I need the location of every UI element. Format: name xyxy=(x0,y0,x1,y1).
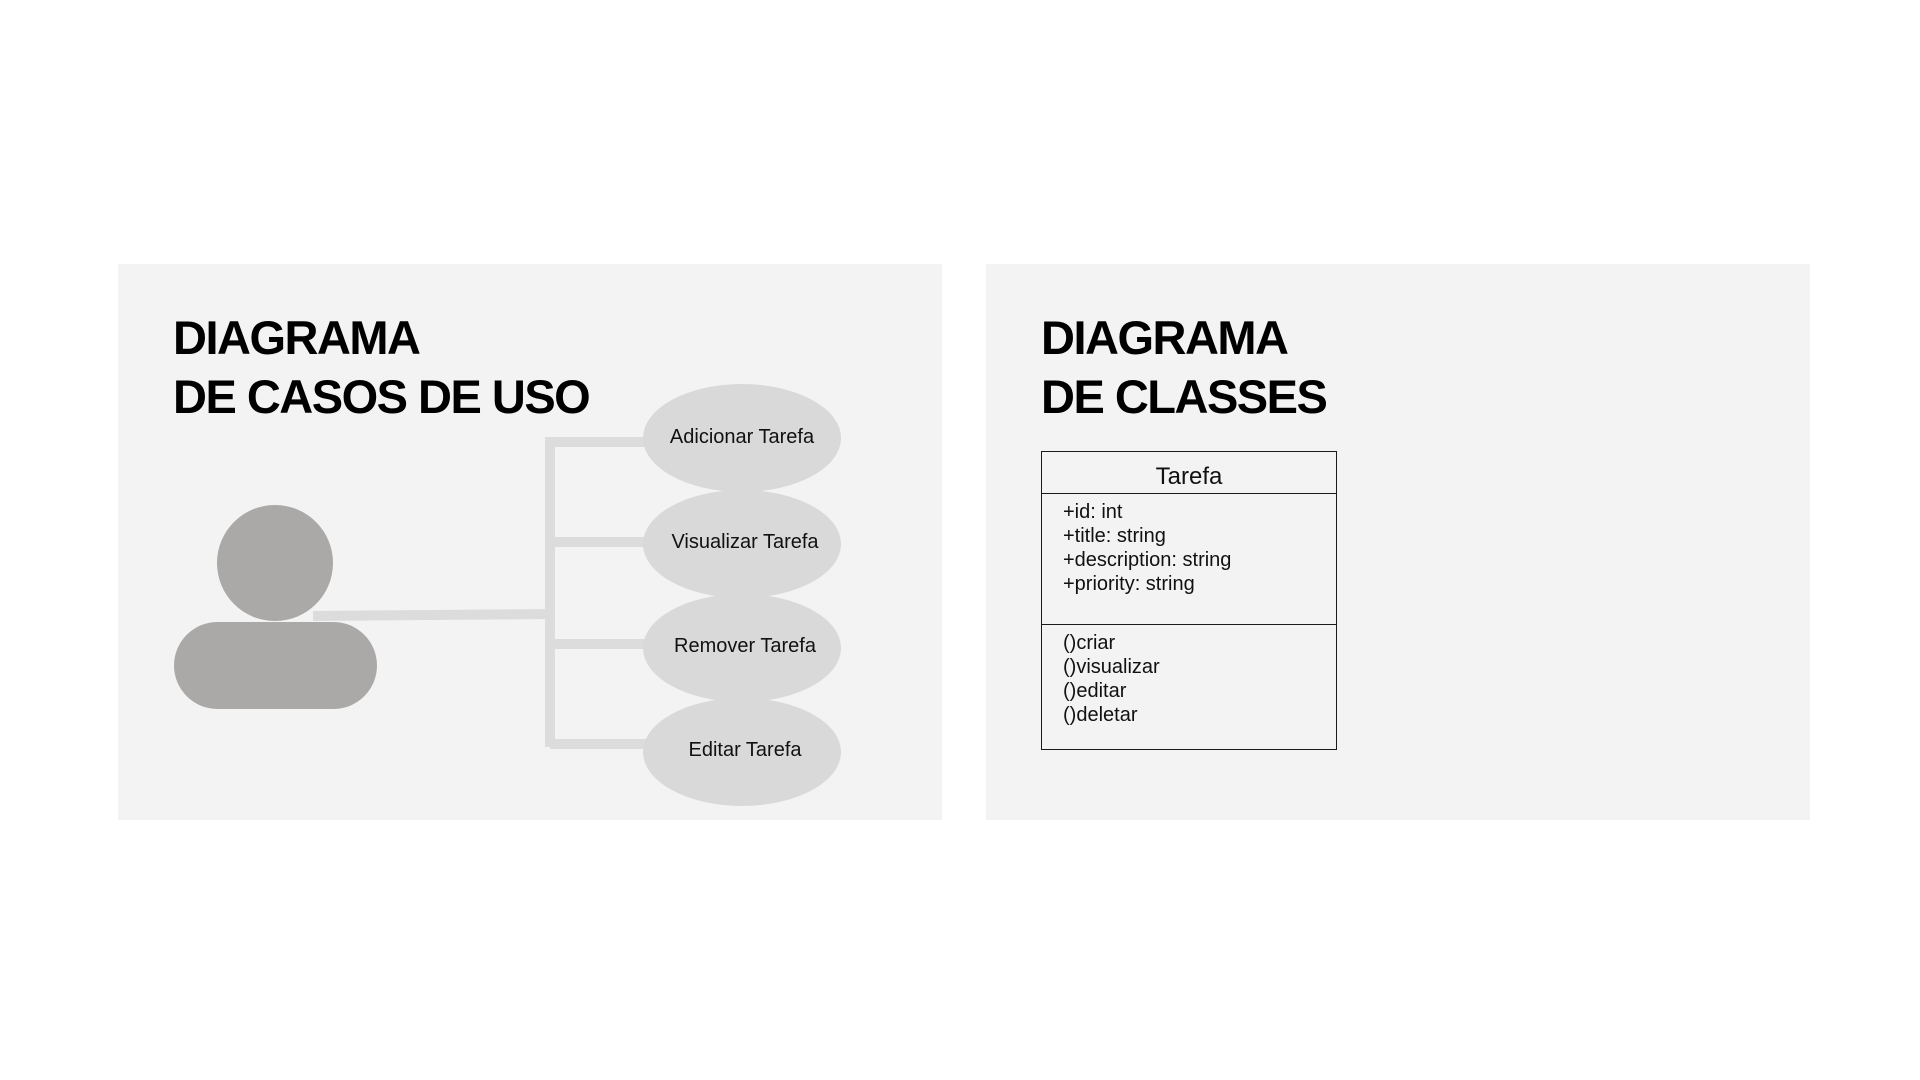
actor-connector-line xyxy=(312,609,551,621)
use-case-label-adicionar: Adicionar Tarefa xyxy=(669,426,815,448)
class-attribute: +priority: string xyxy=(1063,573,1195,595)
use-case-label-remover: Remover Tarefa xyxy=(674,635,816,657)
class-method: ()editar xyxy=(1063,680,1127,702)
class-diagram-title: DIAGRAMA DE CLASSES xyxy=(1041,308,1328,426)
class-methods-section: ()criar ()visualizar ()editar ()deletar xyxy=(1042,625,1336,727)
actor-head xyxy=(217,505,333,621)
class-method: ()visualizar xyxy=(1063,656,1160,678)
class-method: ()criar xyxy=(1063,632,1116,654)
class-title-line-1: DIAGRAMA xyxy=(1041,311,1289,364)
use-case-diagram-graphic xyxy=(174,384,841,806)
use-case-ellipse-visualizar xyxy=(643,490,841,598)
actor-body xyxy=(174,622,377,709)
class-attribute: +title: string xyxy=(1063,525,1166,547)
use-case-ellipse-editar xyxy=(643,698,841,806)
class-attribute: +description: string xyxy=(1063,549,1232,571)
use-case-ellipse-remover xyxy=(643,594,841,702)
use-case-title-line-2: DE CASOS DE USO xyxy=(173,370,591,423)
actor-icon xyxy=(174,505,377,709)
class-name: Tarefa xyxy=(1042,452,1336,494)
use-case-ellipse-adicionar xyxy=(643,384,841,492)
use-case-diagram-title: DIAGRAMA DE CASOS DE USO xyxy=(173,308,591,426)
use-case-label-visualizar: Visualizar Tarefa xyxy=(671,531,819,553)
class-method: ()deletar xyxy=(1063,704,1138,726)
class-attributes-section: +id: int +title: string +description: st… xyxy=(1042,494,1336,625)
use-case-title-line-1: DIAGRAMA xyxy=(173,311,421,364)
class-attribute: +id: int xyxy=(1063,501,1123,523)
class-title-line-2: DE CLASSES xyxy=(1041,370,1328,423)
use-case-label-editar: Editar Tarefa xyxy=(688,739,802,761)
use-case-diagram-panel: DIAGRAMA DE CASOS DE USO Adicionar Taref… xyxy=(118,264,942,820)
uml-class-box: Tarefa +id: int +title: string +descript… xyxy=(1041,451,1337,750)
class-diagram-panel: DIAGRAMA DE CLASSES Tarefa +id: int +tit… xyxy=(986,264,1810,820)
